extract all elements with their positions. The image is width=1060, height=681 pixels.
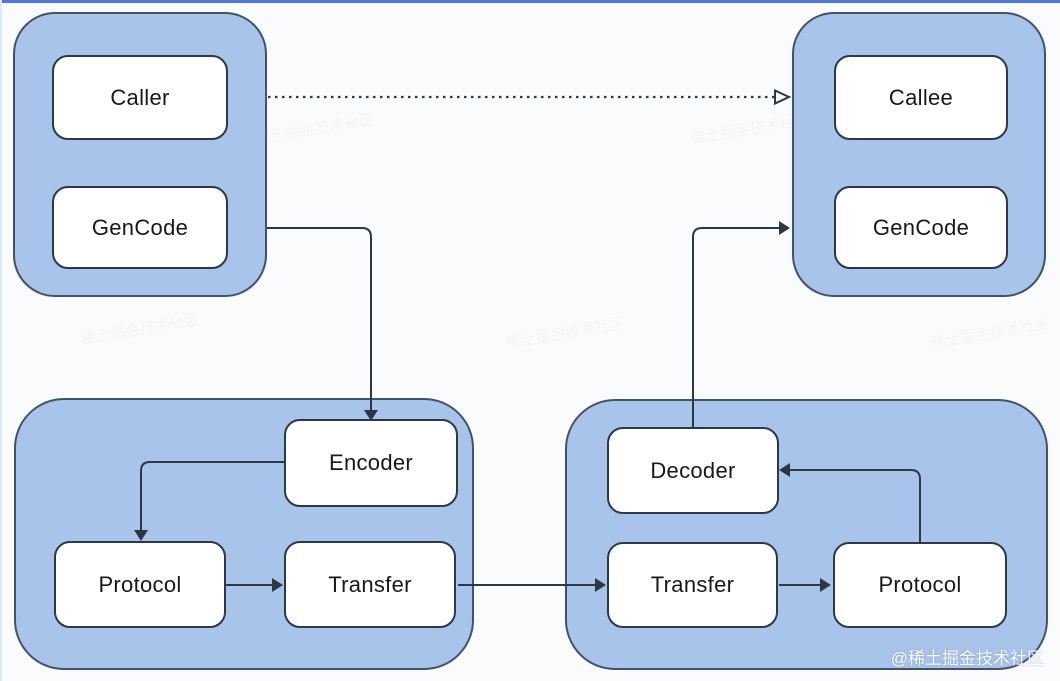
watermark-text: @稀土掘金技术社区 xyxy=(890,649,1044,668)
edge-decoder-to-gencode xyxy=(692,227,779,427)
node-gencode-left-label: GenCode xyxy=(91,214,189,240)
node-protocol-left-label: Protocol xyxy=(98,571,182,597)
faint-watermark: 稀土掘金技术社区 xyxy=(929,314,1051,353)
node-transfer-left: Transfer xyxy=(284,541,456,628)
left-edge-line xyxy=(0,0,2,681)
faint-watermark: 稀土掘金技术社区 xyxy=(79,310,201,349)
node-caller: Caller xyxy=(52,55,228,140)
node-protocol-right-label: Protocol xyxy=(878,572,962,597)
top-edge-line xyxy=(0,0,1060,3)
node-encoder: Encoder xyxy=(284,419,458,507)
edge-gencode-to-encoder xyxy=(267,227,372,411)
node-transfer-right: Transfer xyxy=(607,542,778,628)
node-encoder-label: Encoder xyxy=(328,450,414,475)
node-callee: Callee xyxy=(834,55,1008,140)
faint-watermark: 稀土掘金技术社区 xyxy=(254,110,376,149)
node-gencode-right-label: GenCode xyxy=(872,214,970,240)
node-gencode-right: GenCode xyxy=(834,186,1008,269)
node-callee-label: Callee xyxy=(888,84,954,110)
node-protocol-right: Protocol xyxy=(833,542,1007,628)
node-gencode-left: GenCode xyxy=(52,186,228,269)
node-caller-label: Caller xyxy=(110,84,170,110)
node-decoder-label: Decoder xyxy=(650,457,736,483)
node-protocol-left: Protocol xyxy=(54,541,226,628)
edge-caller-to-callee-arrowhead xyxy=(774,88,792,106)
edge-decoder-to-gencode-arrowhead xyxy=(779,221,790,235)
node-transfer-right-label: Transfer xyxy=(650,572,735,597)
node-decoder: Decoder xyxy=(607,427,779,514)
node-transfer-left-label: Transfer xyxy=(328,571,412,597)
faint-watermark: 稀土掘金技术社区 xyxy=(504,314,626,353)
